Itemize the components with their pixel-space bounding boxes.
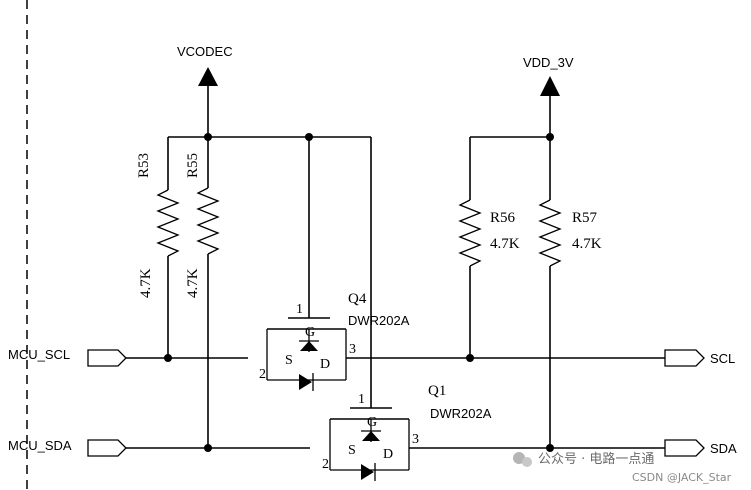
watermark: 公众号 · 电路一点通 CSDN @JACK_Star (513, 451, 732, 484)
q1-ref: Q1 (428, 383, 446, 399)
q1-s-letter: S (348, 443, 356, 458)
mcu-scl-label: MCU_SCL (8, 347, 70, 362)
port-sda: SDA (664, 439, 737, 457)
q4-drain-pin: 3 (349, 342, 356, 357)
vcodec-power-symbol: VCODEC (177, 44, 233, 137)
sda-label: SDA (710, 441, 737, 456)
scl-label: SCL (710, 351, 735, 366)
watermark-line2: CSDN @JACK_Star (632, 471, 732, 484)
r56-ref: R56 (490, 210, 516, 226)
port-scl: SCL (664, 349, 735, 367)
q4-d-letter: D (320, 357, 330, 372)
resistor-r56: R56 4.7K (458, 137, 520, 358)
vdd-power-symbol: VDD_3V (523, 55, 574, 137)
q4-ref: Q4 (348, 291, 367, 307)
r53-ref: R53 (136, 153, 152, 178)
q1-d-letter: D (383, 447, 393, 462)
q1-drain-pin: 3 (412, 432, 419, 447)
vdd-label: VDD_3V (523, 55, 574, 70)
wechat-icon (513, 452, 525, 464)
q4-source-pin: 2 (259, 367, 266, 382)
watermark-line1: 公众号 · 电路一点通 (538, 451, 654, 467)
r53-value: 4.7K (138, 268, 154, 298)
port-mcu-sda: MCU_SDA (8, 438, 127, 457)
r57-value: 4.7K (572, 236, 602, 252)
r57-ref: R57 (572, 210, 598, 226)
q4-part: DWR202A (348, 313, 410, 328)
junction-sda-r55 (204, 444, 212, 452)
r55-ref: R55 (185, 153, 201, 178)
junction-scl-r53 (164, 354, 172, 362)
r55-value: 4.7K (185, 268, 201, 298)
mcu-sda-label: MCU_SDA (8, 438, 72, 453)
q4-g-letter: G (305, 325, 315, 340)
r56-value: 4.7K (490, 236, 520, 252)
q1-gate-pin: 1 (358, 392, 365, 407)
q1-g-letter: G (367, 415, 377, 430)
q1-part: DWR202A (430, 406, 492, 421)
resistor-r53: R53 4.7K (136, 137, 180, 358)
mosfet-q4: G S D 1 2 3 Q4 DWR202A (259, 291, 410, 391)
resistor-r55: R55 4.7K (185, 137, 220, 448)
vcodec-label: VCODEC (177, 44, 233, 59)
resistor-r57: R57 4.7K (538, 137, 602, 448)
mosfet-q1: G S D 1 2 3 Q1 DWR202A (322, 383, 492, 481)
port-mcu-scl: MCU_SCL (8, 347, 127, 367)
junction-scl-r56 (466, 354, 474, 362)
q4-s-letter: S (285, 353, 293, 368)
q4-gate-pin: 1 (296, 302, 303, 317)
junction-sda-r57 (546, 444, 554, 452)
q1-source-pin: 2 (322, 457, 329, 472)
